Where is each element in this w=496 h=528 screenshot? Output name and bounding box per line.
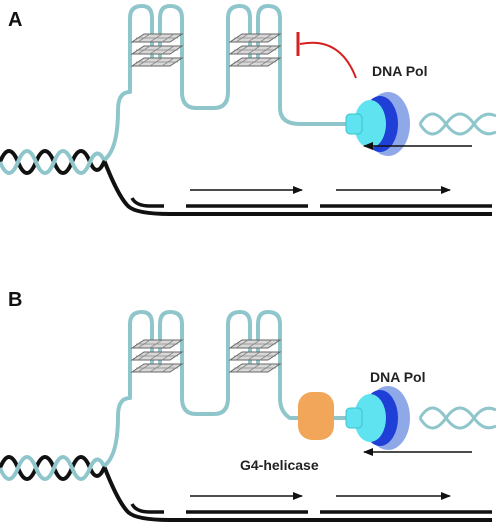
g-rich-strand bbox=[102, 310, 352, 468]
panel-b-letter: B bbox=[8, 289, 22, 311]
helicase-label: G4-helicase bbox=[240, 457, 319, 473]
parental-duplex-blue bbox=[0, 455, 106, 481]
polymerase-label: DNA Pol bbox=[370, 369, 425, 385]
dna-polymerase-icon bbox=[345, 92, 410, 156]
parental-duplex-blue bbox=[0, 149, 106, 175]
panel-a-letter: A bbox=[8, 9, 22, 31]
panel-b: B G4-helicase DNA Pol bbox=[0, 289, 496, 522]
downstream-duplex bbox=[418, 112, 496, 136]
helicase-blob-icon bbox=[298, 392, 334, 440]
g-quadruplex-2-icon bbox=[229, 339, 281, 373]
inhibition-icon bbox=[296, 32, 357, 79]
okazaki-primer-end bbox=[130, 503, 164, 514]
polymerase-label: DNA Pol bbox=[372, 63, 427, 79]
g-quadruplex-1-icon bbox=[131, 33, 183, 67]
dna-polymerase-icon bbox=[345, 386, 410, 450]
g-quadruplex-2-icon bbox=[229, 33, 281, 67]
okazaki-primer-end bbox=[130, 197, 164, 208]
g-rich-strand bbox=[102, 4, 352, 162]
template-strand bbox=[102, 159, 492, 216]
template-strand bbox=[102, 465, 492, 522]
panel-a: A DNA Pol bbox=[0, 4, 496, 216]
downstream-duplex bbox=[418, 406, 496, 430]
g-quadruplex-1-icon bbox=[131, 339, 183, 373]
